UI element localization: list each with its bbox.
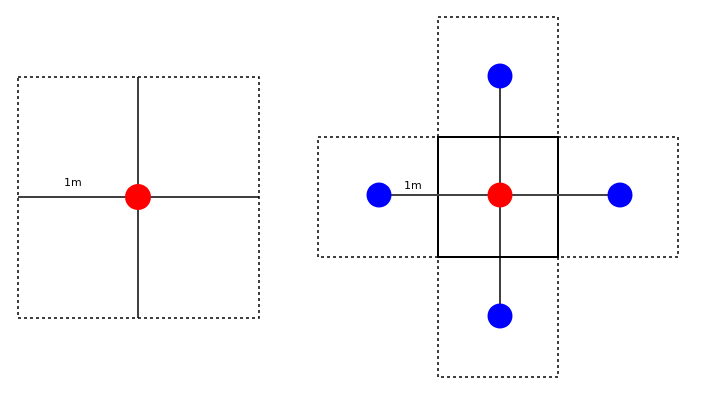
- center-node-red: [125, 184, 151, 210]
- center-cell-solid: [437, 136, 559, 258]
- distance-label: 1m: [404, 179, 422, 192]
- distance-label: 1m: [64, 176, 82, 189]
- single-cell-diagram: 1m: [17, 76, 260, 319]
- neighbor-cells-diagram: 1m: [317, 16, 679, 378]
- neighbor-node-bottom: [487, 303, 513, 329]
- neighbor-node-top: [487, 63, 513, 89]
- neighbor-node-left: [366, 182, 392, 208]
- neighbor-node-right: [607, 182, 633, 208]
- center-node-red: [487, 182, 513, 208]
